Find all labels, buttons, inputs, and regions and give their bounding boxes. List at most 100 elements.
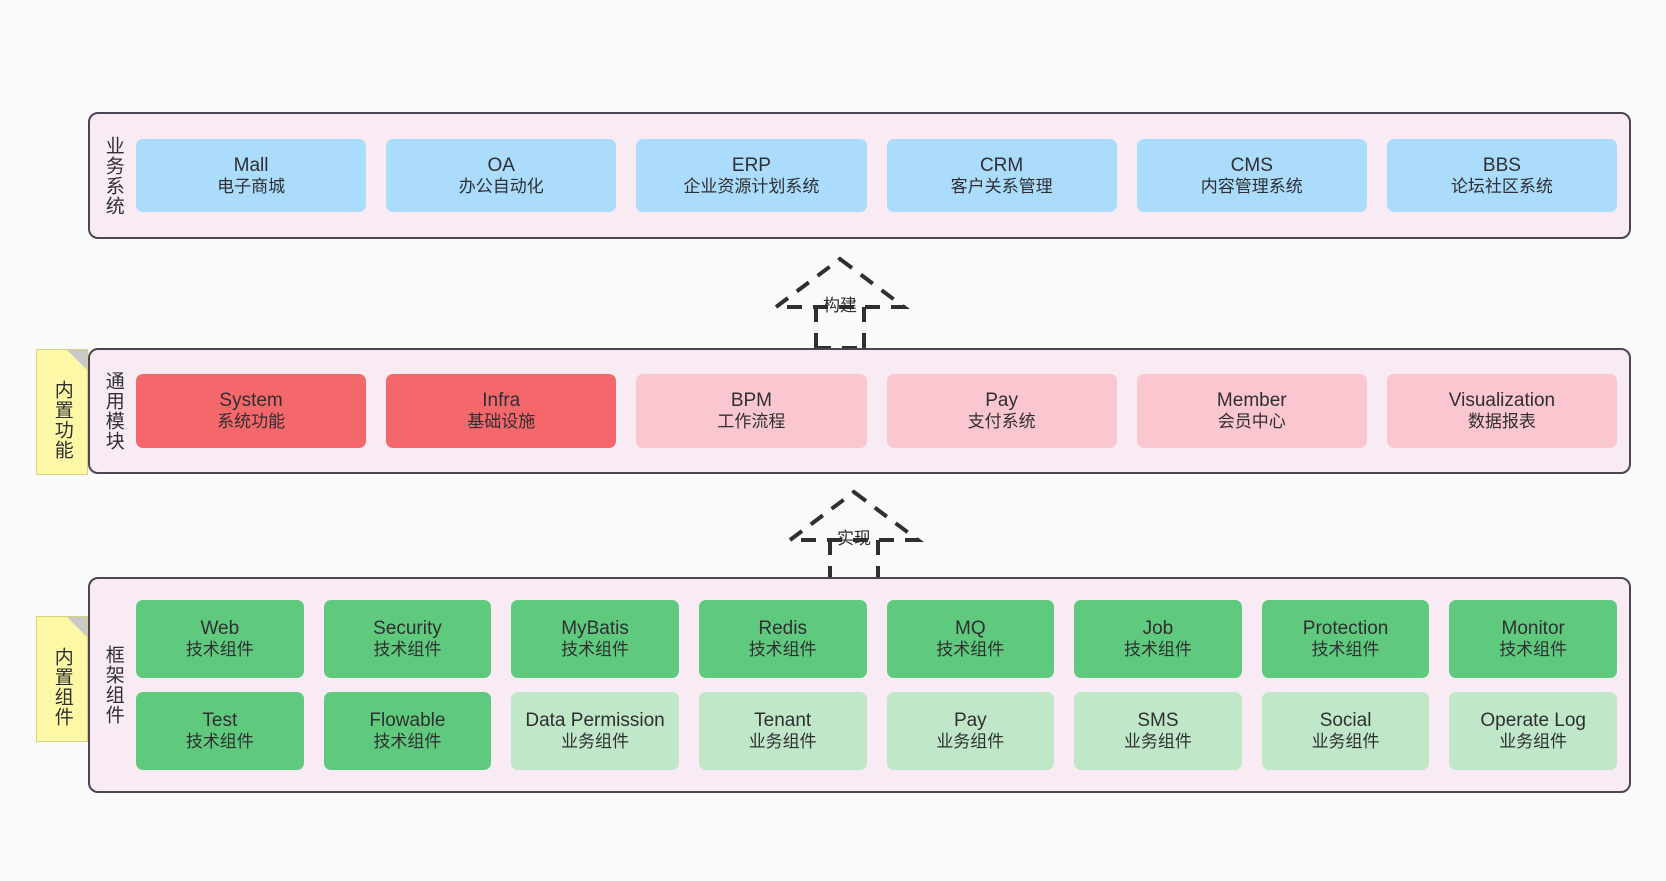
card-crm[interactable]: CRM 客户关系管理 — [886, 139, 1117, 212]
connector-build: 构建 — [760, 255, 920, 350]
card-infra[interactable]: Infra 基础设施 — [386, 374, 617, 448]
card-subtitle: 系统功能 — [217, 412, 286, 432]
card-title: Social — [1319, 710, 1372, 732]
card-subtitle: 业务组件 — [1311, 732, 1380, 752]
card-subtitle: 技术组件 — [936, 640, 1005, 660]
card-subtitle: 技术组件 — [748, 640, 817, 660]
card-subtitle: 数据报表 — [1467, 412, 1536, 432]
card-title: Data Permission — [525, 710, 665, 732]
card-title: Security — [373, 618, 442, 640]
card-title: MQ — [955, 618, 986, 640]
card-title: Protection — [1302, 618, 1389, 640]
layer-label-business-system: 业务系统 — [102, 135, 124, 216]
card-subtitle: 技术组件 — [185, 640, 254, 660]
card-sms[interactable]: SMS 业务组件 — [1074, 692, 1242, 770]
card-subtitle: 技术组件 — [185, 732, 254, 752]
card-title: Member — [1216, 390, 1287, 412]
card-pay[interactable]: Pay 支付系统 — [886, 374, 1117, 448]
card-title: Monitor — [1501, 618, 1565, 640]
card-subtitle: 电子商城 — [217, 176, 286, 196]
card-title: Operate Log — [1480, 710, 1586, 732]
card-mall[interactable]: Mall 电子商城 — [136, 139, 367, 212]
card-bbs[interactable]: BBS 论坛社区系统 — [1386, 139, 1618, 212]
card-subtitle: 业务组件 — [748, 732, 817, 752]
card-mq[interactable]: MQ 技术组件 — [886, 600, 1055, 678]
connector-build-label: 构建 — [823, 296, 857, 315]
card-visualization[interactable]: Visualization 数据报表 — [1386, 374, 1618, 448]
sticky-note-label: 内置组件 — [51, 647, 73, 727]
card-flowable[interactable]: Flowable 技术组件 — [323, 692, 492, 770]
card-redis[interactable]: Redis 技术组件 — [698, 600, 867, 678]
card-operate-log[interactable]: Operate Log 业务组件 — [1449, 692, 1617, 770]
card-monitor[interactable]: Monitor 技术组件 — [1449, 600, 1617, 678]
card-test[interactable]: Test 技术组件 — [136, 692, 304, 770]
card-subtitle: 支付系统 — [967, 412, 1036, 432]
card-protection[interactable]: Protection 技术组件 — [1261, 600, 1430, 678]
card-web[interactable]: Web 技术组件 — [136, 600, 304, 678]
layer-label-common-module: 通用模块 — [102, 371, 124, 451]
card-oa[interactable]: OA 办公自动化 — [386, 139, 617, 212]
card-subtitle: 业务组件 — [1123, 732, 1192, 752]
layer-body-common-module: System 系统功能 Infra 基础设施 BPM 工作流程 Pay 支付系统… — [136, 350, 1629, 472]
card-title: System — [219, 390, 283, 412]
card-subtitle: 业务组件 — [561, 732, 630, 752]
layer-common-module: 通用模块 System 系统功能 Infra 基础设施 BPM 工作流程 Pay… — [88, 348, 1631, 474]
card-bpm[interactable]: BPM 工作流程 — [636, 374, 867, 448]
card-row: System 系统功能 Infra 基础设施 BPM 工作流程 Pay 支付系统… — [136, 374, 1618, 448]
card-row: Web 技术组件 Security 技术组件 MyBatis 技术组件 Redi… — [136, 600, 1617, 678]
card-title: Tenant — [754, 710, 812, 732]
card-subtitle: 业务组件 — [1499, 732, 1568, 752]
card-subtitle: 技术组件 — [373, 732, 442, 752]
card-subtitle: 技术组件 — [373, 640, 442, 660]
card-subtitle: 业务组件 — [936, 732, 1005, 752]
card-pay-business[interactable]: Pay 业务组件 — [886, 692, 1055, 770]
card-title: Visualization — [1448, 390, 1556, 412]
card-title: BBS — [1482, 154, 1521, 176]
card-subtitle: 会员中心 — [1217, 412, 1286, 432]
card-job[interactable]: Job 技术组件 — [1074, 600, 1242, 678]
card-social[interactable]: Social 业务组件 — [1261, 692, 1430, 770]
layer-business-system: 业务系统 Mall 电子商城 OA 办公自动化 ERP 企业资源计划系统 CRM… — [88, 112, 1631, 239]
card-subtitle: 论坛社区系统 — [1450, 176, 1553, 196]
card-title: MyBatis — [561, 618, 629, 640]
card-title: Redis — [758, 618, 807, 640]
card-subtitle: 技术组件 — [1499, 640, 1568, 660]
card-title: Infra — [482, 390, 521, 412]
card-security[interactable]: Security 技术组件 — [323, 600, 492, 678]
card-member[interactable]: Member 会员中心 — [1136, 374, 1367, 448]
card-subtitle: 基础设施 — [467, 412, 536, 432]
sticky-note-label: 内置功能 — [51, 380, 73, 460]
card-subtitle: 内容管理系统 — [1200, 176, 1303, 196]
card-mybatis[interactable]: MyBatis 技术组件 — [511, 600, 679, 678]
layer-label-framework-component: 框架组件 — [102, 645, 124, 725]
card-title: OA — [487, 154, 515, 176]
card-title: Pay — [985, 390, 1018, 412]
card-cms[interactable]: CMS 内容管理系统 — [1136, 139, 1367, 212]
card-subtitle: 技术组件 — [1123, 640, 1192, 660]
layer-body-business-system: Mall 电子商城 OA 办公自动化 ERP 企业资源计划系统 CRM 客户关系… — [136, 114, 1629, 237]
card-title: Test — [202, 710, 238, 732]
card-title: BPM — [730, 390, 773, 412]
layer-body-framework-component: Web 技术组件 Security 技术组件 MyBatis 技术组件 Redi… — [136, 579, 1629, 791]
card-title: Flowable — [369, 710, 446, 732]
connector-realize-label: 实现 — [837, 529, 871, 548]
sticky-note-builtin-components: 内置组件 — [36, 616, 88, 742]
card-erp[interactable]: ERP 企业资源计划系统 — [636, 139, 867, 212]
sticky-note-builtin-features: 内置功能 — [36, 349, 88, 475]
connector-realize: 实现 — [774, 488, 934, 583]
card-system[interactable]: System 系统功能 — [136, 374, 367, 448]
card-title: ERP — [731, 154, 771, 176]
card-title: CRM — [979, 154, 1024, 176]
card-title: Web — [200, 618, 240, 640]
card-subtitle: 技术组件 — [561, 640, 630, 660]
card-title: Mall — [233, 154, 269, 176]
card-title: SMS — [1137, 710, 1179, 732]
card-subtitle: 客户关系管理 — [950, 176, 1053, 196]
card-subtitle: 企业资源计划系统 — [683, 176, 820, 196]
card-data-permission[interactable]: Data Permission 业务组件 — [511, 692, 679, 770]
card-tenant[interactable]: Tenant 业务组件 — [698, 692, 867, 770]
layer-framework-component: 框架组件 Web 技术组件 Security 技术组件 MyBatis 技术组件… — [88, 577, 1631, 793]
card-title: Job — [1142, 618, 1174, 640]
card-subtitle: 办公自动化 — [458, 176, 544, 196]
